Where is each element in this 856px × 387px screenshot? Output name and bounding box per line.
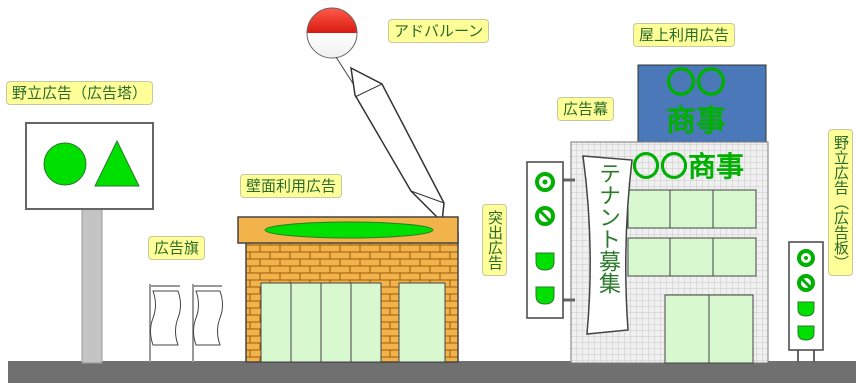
rooftop-sign-text-bottom: 商事 <box>666 104 726 139</box>
label-nodate-board: 野立広告（広告板） <box>828 129 853 276</box>
rooftop-sign-text-top: 〇〇 <box>666 66 726 101</box>
label-projecting: 突出広告 <box>482 204 507 276</box>
office-building <box>570 64 769 364</box>
facade-sign-text: 〇〇商事 <box>632 150 745 183</box>
ad-balloon <box>306 7 445 224</box>
brick-building <box>237 216 459 363</box>
ad-flags <box>149 284 223 362</box>
tenant-banner <box>582 155 633 335</box>
projecting-sign <box>526 161 575 319</box>
circle-shape <box>43 142 87 186</box>
triangle-shape <box>94 139 140 187</box>
label-wall: 壁面利用広告 <box>240 174 343 198</box>
rooftop-sign <box>637 64 767 144</box>
tenant-banner-text: テナント募集 <box>595 162 620 294</box>
nodate-tower-sign <box>25 122 154 364</box>
label-ad-balloon: アドバルーン <box>388 19 490 43</box>
label-nodate-tower: 野立広告（広告塔） <box>6 81 154 105</box>
ground <box>8 361 856 383</box>
nodate-board-sign <box>788 241 824 363</box>
label-banner-curtain: 広告幕 <box>557 97 615 121</box>
label-rooftop: 屋上利用広告 <box>633 23 736 47</box>
wall-ad-oval <box>264 221 434 239</box>
balloon-banner <box>350 66 445 224</box>
label-flag: 広告旗 <box>148 236 206 260</box>
